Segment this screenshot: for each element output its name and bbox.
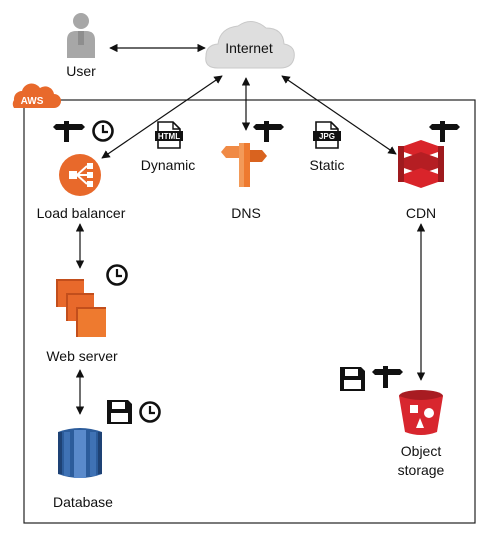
jpg-file-tag: JPG xyxy=(319,132,335,141)
object-storage-label-line1: Object xyxy=(401,443,442,459)
database-icon xyxy=(58,428,102,478)
signpost-icon-cdn xyxy=(429,121,460,142)
floppy-disk-icon-storage xyxy=(340,367,365,391)
connector-internet-loadbalancer xyxy=(101,75,223,159)
web-server-label: Web server xyxy=(46,348,118,364)
cdn-label: CDN xyxy=(406,205,436,221)
signpost-icon-dns xyxy=(253,121,284,142)
database-label: Database xyxy=(53,494,113,510)
connector-internet-cdn xyxy=(281,75,397,155)
signpost-icon-storage xyxy=(372,366,403,388)
clock-icon xyxy=(92,120,114,142)
user-icon xyxy=(67,13,95,58)
aws-badge: AWS xyxy=(12,83,61,108)
aws-badge-label: AWS xyxy=(21,96,44,107)
user-label: User xyxy=(66,63,96,79)
object-storage-label-line2: storage xyxy=(398,462,445,478)
dns-icon xyxy=(221,143,267,187)
internet-label: Internet xyxy=(225,40,273,56)
load-balancer-label: Load balancer xyxy=(37,205,126,221)
html-file-tag: HTML xyxy=(158,132,180,141)
ec2-icon xyxy=(56,279,106,337)
floppy-disk-icon xyxy=(107,400,132,424)
dynamic-label: Dynamic xyxy=(141,157,195,173)
cdn-icon xyxy=(398,140,444,188)
signpost-icon xyxy=(53,121,85,142)
jpg-file-icon: JPG xyxy=(313,121,341,149)
clock-icon-database xyxy=(139,401,161,423)
dns-label: DNS xyxy=(231,205,261,221)
static-label: Static xyxy=(309,157,344,173)
load-balancer-icon xyxy=(59,154,101,196)
s3-bucket-icon xyxy=(399,390,443,435)
html-file-icon: HTML xyxy=(155,121,183,149)
clock-icon-webserver xyxy=(106,264,128,286)
cloud-icon xyxy=(205,21,295,69)
